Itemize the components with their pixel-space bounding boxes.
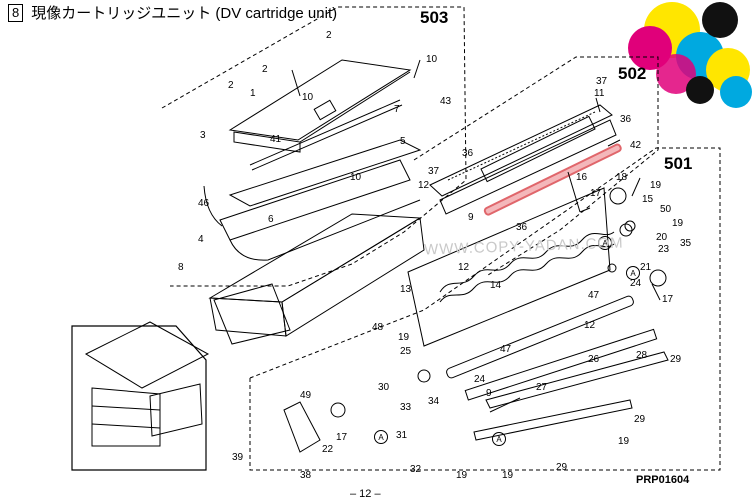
callout: 24	[474, 374, 486, 385]
callout: 3	[200, 130, 206, 141]
callout: 22	[322, 444, 334, 455]
callout: 37	[596, 76, 608, 87]
callout: 35	[680, 238, 692, 249]
callout: 19	[456, 470, 468, 481]
group-label-501: 501	[664, 154, 693, 173]
callout: 17	[336, 432, 348, 443]
callout: 28	[636, 350, 648, 361]
callout: 30	[378, 382, 390, 393]
callout: 43	[440, 96, 452, 107]
callout: 12	[418, 180, 430, 191]
page-number: – 12 –	[350, 488, 381, 500]
callout: 12	[584, 320, 596, 331]
callout: 17	[662, 294, 674, 305]
callout: 34	[428, 396, 440, 407]
callout: 27	[536, 382, 548, 393]
callout: 12	[458, 262, 470, 273]
section-title: 現像カートリッジユニット (DV cartridge unit)	[31, 5, 338, 22]
callout: 42	[630, 140, 642, 151]
callout: 49	[300, 390, 312, 401]
callout: 10	[302, 92, 314, 103]
callout: 41	[270, 134, 282, 145]
callout: 10	[350, 172, 362, 183]
callout: 32	[410, 464, 422, 475]
callout: 37	[428, 166, 440, 177]
callout: 13	[400, 284, 412, 295]
callout: 36	[516, 222, 528, 233]
callout: 2	[262, 64, 268, 75]
callout: 5	[400, 136, 406, 147]
callout: 14	[490, 280, 502, 291]
callout: 4	[198, 234, 204, 245]
frame-501	[249, 147, 721, 471]
callout: 15	[642, 194, 654, 205]
callout: 29	[634, 414, 646, 425]
callout: 19	[672, 218, 684, 229]
callout: 16	[576, 172, 588, 183]
callout: 25	[400, 346, 412, 357]
callout: 29	[556, 462, 568, 473]
callout: 2	[326, 30, 332, 41]
callout: 36	[462, 148, 474, 159]
callout: 21	[640, 262, 652, 273]
callout: 20	[656, 232, 668, 243]
callout: 17	[590, 188, 602, 199]
callout: 19	[650, 180, 662, 191]
reference-marker-a: A	[626, 266, 640, 280]
callout: 48	[372, 322, 384, 333]
callout: 33	[400, 402, 412, 413]
section-number: 8	[8, 3, 24, 22]
reference-marker-a: A	[598, 236, 612, 250]
callout: 19	[502, 470, 514, 481]
callout: 24	[630, 278, 642, 289]
reference-marker-a: A	[492, 432, 506, 446]
callout: 1	[250, 88, 256, 99]
page-header: 8 現像カートリッジユニット (DV cartridge unit)	[8, 2, 337, 23]
callout: 18	[616, 172, 628, 183]
frame-503	[161, 6, 467, 287]
callout: 47	[500, 344, 512, 355]
callout: 26	[588, 354, 600, 365]
callout: 23	[658, 244, 670, 255]
callout: 36	[620, 114, 632, 125]
reference-marker-a: A	[374, 430, 388, 444]
callout: 39	[232, 452, 244, 463]
group-label-502: 502	[618, 64, 647, 83]
callout: 2	[228, 80, 234, 91]
callout: 9	[486, 388, 492, 399]
frame-502	[413, 56, 659, 276]
brand-logo-circles	[628, 2, 752, 108]
callout: 6	[268, 214, 274, 225]
callout: 29	[670, 354, 682, 365]
callout: 7	[394, 104, 400, 115]
callout: 38	[300, 470, 312, 481]
callout: 8	[178, 262, 184, 273]
callout: 50	[660, 204, 672, 215]
callout: 19	[618, 436, 630, 447]
callout: 46	[198, 198, 210, 209]
callout: 47	[588, 290, 600, 301]
group-label-503: 503	[420, 8, 449, 27]
document-code: PRP01604	[636, 474, 690, 486]
callout: 19	[398, 332, 410, 343]
callout: 31	[396, 430, 408, 441]
callout: 10	[426, 54, 438, 65]
callout: 9	[468, 212, 474, 223]
callout: 11	[594, 88, 605, 99]
